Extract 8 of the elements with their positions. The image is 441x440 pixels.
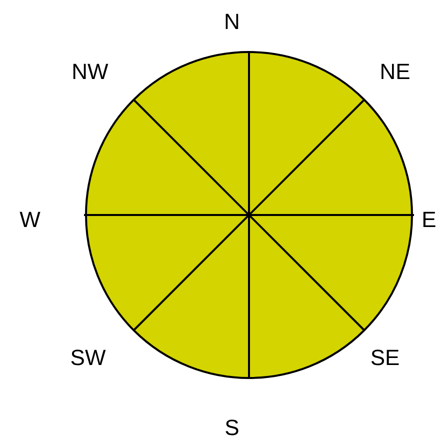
direction-label: E: [422, 208, 436, 232]
direction-label: SE: [370, 346, 400, 370]
direction-label: W: [20, 208, 40, 232]
direction-label: SW: [70, 346, 106, 370]
direction-label: NE: [380, 60, 410, 84]
direction-label: S: [224, 416, 240, 440]
direction-label: N: [224, 10, 240, 34]
direction-label: NW: [72, 60, 108, 84]
